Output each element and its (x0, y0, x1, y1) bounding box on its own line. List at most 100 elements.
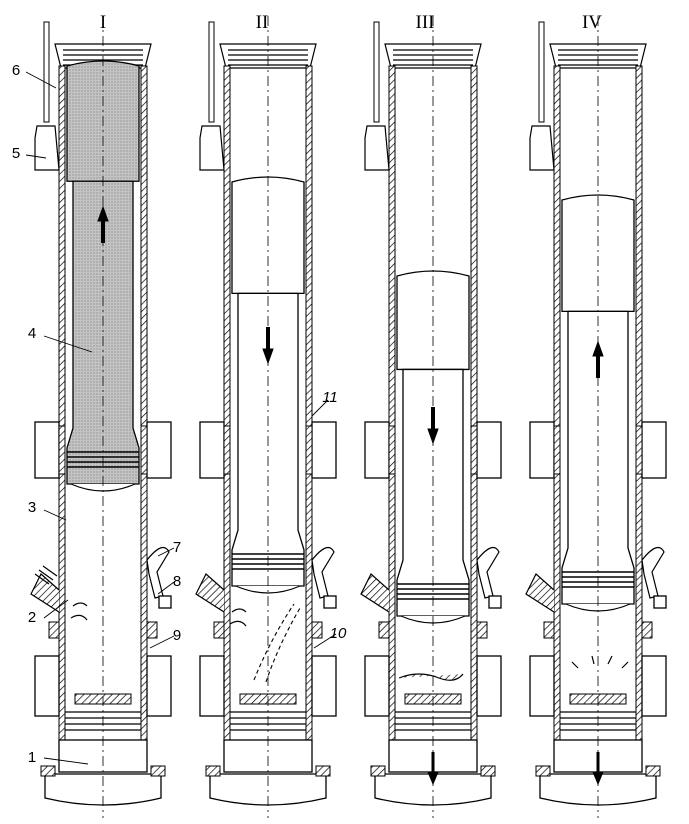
valve-knob (488, 595, 502, 609)
callout-8: 8 (173, 573, 181, 590)
base-bolt-left (40, 765, 56, 777)
swirl-lines (229, 608, 247, 627)
valve-lever (311, 546, 335, 599)
flange-hatch-left (223, 425, 231, 475)
barrel-wall-left (388, 65, 396, 427)
leader-line (43, 599, 69, 619)
flange-hatch-left (58, 425, 66, 475)
cylinder-stage-1 (30, 16, 172, 818)
barrel-wall-right (140, 65, 148, 427)
piston-skirt (235, 585, 301, 594)
upper-flange-left (199, 421, 225, 479)
barrel-wall-left (553, 65, 561, 427)
lower-flange-right (476, 655, 502, 717)
base-bolt-left (370, 765, 386, 777)
trip-lever (529, 125, 555, 171)
collar-right (641, 621, 653, 639)
flange-hatch-right (140, 425, 148, 475)
base-plate (374, 773, 492, 806)
swirl-lines (70, 602, 88, 621)
collar-right (311, 621, 323, 639)
upper-flange-right (476, 421, 502, 479)
leader-line (157, 547, 175, 557)
barrel-wall-right (635, 65, 643, 427)
flange-hatch-left (388, 425, 396, 475)
piston-head (561, 194, 635, 313)
callout-10: 10 (330, 625, 347, 642)
barrel-wall-left (58, 65, 66, 427)
lower-flange-right (311, 655, 337, 717)
barrel-wall-left (223, 65, 231, 427)
callout-6: 6 (12, 62, 20, 79)
guide-rod (538, 21, 545, 123)
cylinder-stages (30, 16, 667, 818)
callout-5: 5 (12, 145, 20, 162)
cylinder-stage-3 (360, 16, 502, 818)
collar-left (543, 621, 555, 639)
exhaust-arrow-head (592, 771, 604, 786)
trip-lever (364, 125, 390, 171)
leader-line (43, 509, 67, 521)
lower-wall-left (58, 469, 66, 771)
valve-lever (476, 546, 500, 599)
cylinder-stage-2 (195, 16, 337, 818)
leader-line (43, 335, 93, 353)
spray-arrows (571, 655, 629, 669)
base-bolt-right (150, 765, 166, 777)
valve-knob (323, 595, 337, 609)
trip-lever (199, 125, 225, 171)
collar-left (213, 621, 225, 639)
inlet-pipe (195, 573, 225, 613)
lower-wall-left (223, 469, 231, 771)
inlet-pipe (360, 573, 390, 613)
callout-7: 7 (173, 539, 181, 556)
inlet-pipe (525, 573, 555, 613)
leader-line (43, 757, 89, 765)
collar-left (48, 621, 60, 639)
valve-knob (158, 595, 172, 609)
lower-wall-right (305, 469, 313, 771)
trip-lever (34, 125, 60, 171)
lower-wall-right (635, 469, 643, 771)
upper-flange-right (641, 421, 667, 479)
cylinder-stage-4 (525, 16, 667, 818)
callout-1: 1 (28, 749, 36, 766)
lower-flange-left (34, 655, 60, 717)
base-plate (44, 773, 162, 806)
leader-line (311, 399, 329, 417)
flange-hatch-right (470, 425, 478, 475)
inlet-pipe (30, 573, 60, 613)
collar-right (146, 621, 158, 639)
leader-line (313, 633, 337, 649)
leader-line (25, 154, 47, 159)
base-plate (539, 773, 657, 806)
piston-body (66, 180, 140, 485)
lower-flange-left (529, 655, 555, 717)
exhaust-arrow-head (427, 771, 439, 786)
base-bolt-left (535, 765, 551, 777)
upper-flange-right (146, 421, 172, 479)
flange-hatch-right (635, 425, 643, 475)
callout-2: 2 (28, 609, 36, 626)
lower-flange-right (146, 655, 172, 717)
upper-flange-left (364, 421, 390, 479)
inflow-arrows (34, 565, 58, 585)
base-bolt-right (645, 765, 661, 777)
guide-rod (208, 21, 215, 123)
barrel-wall-right (470, 65, 478, 427)
valve-knob (653, 595, 667, 609)
leader-line (157, 581, 175, 595)
flange-hatch-right (305, 425, 313, 475)
leader-line (149, 635, 175, 649)
charge-blob (398, 673, 464, 681)
base-bolt-right (480, 765, 496, 777)
lower-wall-left (388, 469, 396, 771)
stage-label: I (100, 12, 106, 33)
base-plate (209, 773, 327, 806)
collar-left (378, 621, 390, 639)
stage-label: IV (582, 12, 602, 33)
upper-flange-left (34, 421, 60, 479)
callout-3: 3 (28, 499, 36, 516)
